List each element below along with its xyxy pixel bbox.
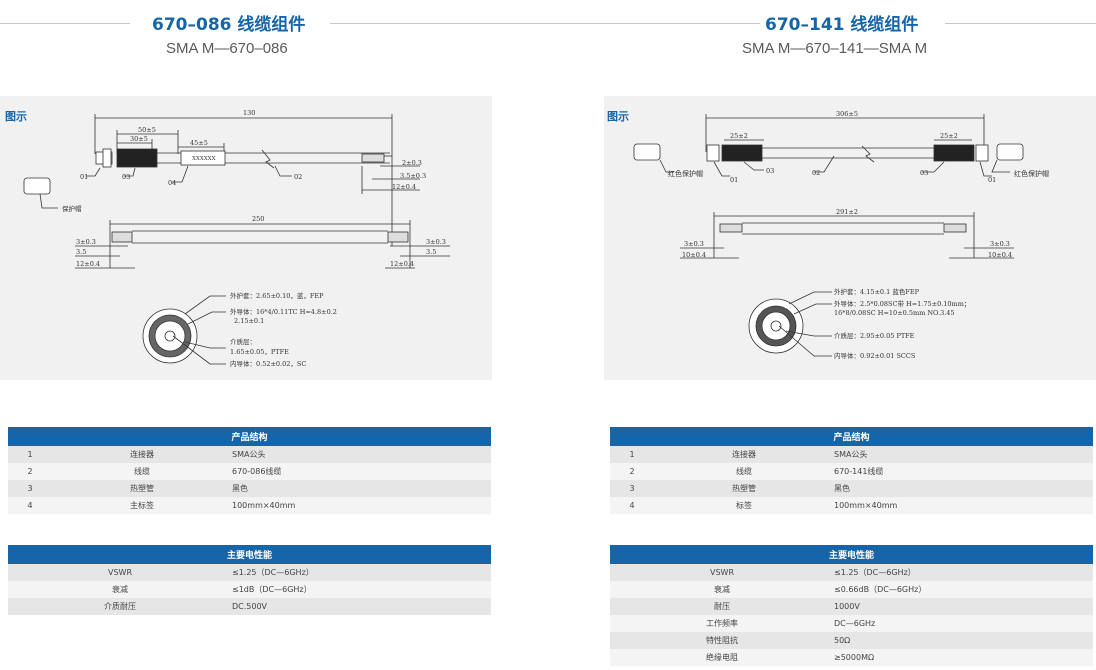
left-dim-35a: 3.5: [76, 248, 86, 256]
right-part-02: 02: [812, 169, 820, 177]
right-dim-3b: 3±0.3: [990, 240, 1010, 248]
table-row: 耐压 1000V: [610, 598, 1094, 615]
right-dim-3a: 3±0.3: [684, 240, 704, 248]
right-cap-left: 红色保护帽: [668, 169, 703, 178]
right-header-rule: [620, 23, 760, 24]
left-dim-50: 50±5: [138, 126, 156, 134]
left-part-04: 04: [168, 179, 176, 187]
table-row: 1 连接器 SMA公头: [8, 446, 492, 463]
left-electrical-header: 主要电性能: [8, 545, 492, 564]
left-dim-45: 45±5: [190, 139, 208, 147]
table-row: 3 热塑管 黑色: [610, 480, 1094, 497]
right-part-03b: 03: [920, 169, 928, 177]
left-dim-2: 2±0.3: [402, 159, 422, 167]
table-row: 特性阻抗 50Ω: [610, 632, 1094, 649]
left-section-label: 图示: [5, 110, 27, 123]
right-sec-1: 外护套：4.15±0.1 蓝色FEP: [834, 287, 920, 296]
right-title: 670–141 线缆组件: [765, 15, 919, 35]
left-structure-header: 产品结构: [8, 427, 492, 446]
right-dim-291: 291±2: [836, 208, 858, 216]
left-sec-5: 1.65±0.05，PTFE: [230, 348, 289, 356]
table-row: 绝缘电阻 ≥5000MΩ: [610, 649, 1094, 666]
right-electrical-table: 主要电性能 VSWR ≤1.25（DC—6GHz） 衰减 ≤0.66dB（DC—…: [610, 545, 1094, 666]
left-dim-35: 3.5±0.3: [400, 172, 426, 180]
table-row: 介质耐压 DC.500V: [8, 598, 492, 615]
left-dim-250: 250: [252, 215, 264, 223]
right-cable-drawing: 306±5 25±2 25±2 红色保护帽 红色保护帽 01 03 02 03 …: [633, 110, 1049, 360]
left-cable-drawing: 130 50±5 30±5 45±5 XXXXXX 01 03 04 02 保护…: [23, 109, 450, 368]
left-drawing-panel: 图示: [0, 96, 492, 380]
right-sec-4: 介质层：2.95±0.05 PTFE: [834, 331, 915, 340]
left-dim-35c: 3.5: [426, 248, 436, 256]
table-row: 衰减 ≤0.66dB（DC—6GHz）: [610, 581, 1094, 598]
left-part-03: 03: [122, 173, 130, 181]
right-part-03: 03: [766, 167, 774, 175]
right-electrical-header: 主要电性能: [610, 545, 1094, 564]
right-part-01b: 01: [988, 176, 996, 184]
left-dim-130: 130: [243, 109, 255, 117]
left-dim-12a: 12±0.4: [76, 260, 100, 268]
left-header-rule-right: [330, 23, 620, 24]
table-row: VSWR ≤1.25（DC—6GHz）: [610, 564, 1094, 581]
left-sec-6: 内导体：0.52±0.02，SC: [230, 359, 306, 368]
left-sec-3: 2.15±0.1: [234, 317, 264, 325]
left-dim-30: 30±5: [130, 135, 148, 143]
right-dim-25b: 25±2: [940, 132, 958, 140]
right-sec-5: 内导体：0.92±0.01 SCCS: [834, 351, 915, 360]
left-sec-1: 外护套：2.65±0.10，蓝，FEP: [230, 291, 324, 300]
right-drawing-panel: 图示: [604, 96, 1096, 380]
left-part-02: 02: [294, 173, 302, 181]
right-structure-table: 产品结构 1 连接器 SMA公头 2 线缆 670-141线缆 3 热塑管 黑色…: [610, 427, 1094, 514]
left-electrical-table: 主要电性能 VSWR ≤1.25（DC—6GHz） 衰减 ≤1dB（DC—6GH…: [8, 545, 492, 615]
table-row: 4 主标签 100mm×40mm: [8, 497, 492, 514]
table-row: 衰减 ≤1dB（DC—6GHz）: [8, 581, 492, 598]
right-sec-2: 外导体：2.5*0.08SC带 H=1.75±0.10mm；: [834, 299, 970, 308]
left-dim-12: 12±0.4: [392, 183, 416, 191]
right-dim-10a: 10±0.4: [682, 251, 706, 259]
left-header-rule: [0, 23, 130, 24]
right-dim-10b: 10±0.4: [988, 251, 1012, 259]
left-dim-12c: 12±0.4: [390, 260, 414, 268]
table-row: 3 热塑管 黑色: [8, 480, 492, 497]
left-sec-2: 外导体：16*4/0.11TC H=4.8±0.2: [230, 307, 337, 316]
right-part-01: 01: [730, 176, 738, 184]
left-marker: XXXXXX: [192, 156, 216, 162]
right-section-label: 图示: [607, 110, 629, 123]
left-part-01: 01: [80, 173, 88, 181]
left-title: 670–086 线缆组件: [152, 15, 306, 35]
right-sec-3: 16*8/0.08SC H=10±0.5mm NO.3.45: [834, 309, 955, 317]
right-dim-306: 306±5: [836, 110, 858, 118]
right-cap-right: 红色保护帽: [1014, 169, 1049, 178]
left-dim-3b: 3±0.3: [426, 238, 446, 246]
right-structure-header: 产品结构: [610, 427, 1094, 446]
table-row: 2 线缆 670-086线缆: [8, 463, 492, 480]
right-subtitle: SMA M—670–141—SMA M: [742, 40, 928, 57]
left-dim-3a: 3±0.3: [76, 238, 96, 246]
table-row: 2 线缆 670-141线缆: [610, 463, 1094, 480]
table-row: 4 标签 100mm×40mm: [610, 497, 1094, 514]
left-sec-4: 介质层：: [230, 337, 256, 346]
right-header-rule-right: [945, 23, 1096, 24]
left-cap-label: 保护帽: [62, 204, 82, 213]
right-dim-25a: 25±2: [730, 132, 748, 140]
left-subtitle: SMA M—670–086: [166, 40, 288, 57]
table-row: 1 连接器 SMA公头: [610, 446, 1094, 463]
table-row: 工作频率 DC—6GHz: [610, 615, 1094, 632]
table-row: VSWR ≤1.25（DC—6GHz）: [8, 564, 492, 581]
left-structure-table: 产品结构 1 连接器 SMA公头 2 线缆 670-086线缆 3 热塑管 黑色…: [8, 427, 492, 514]
